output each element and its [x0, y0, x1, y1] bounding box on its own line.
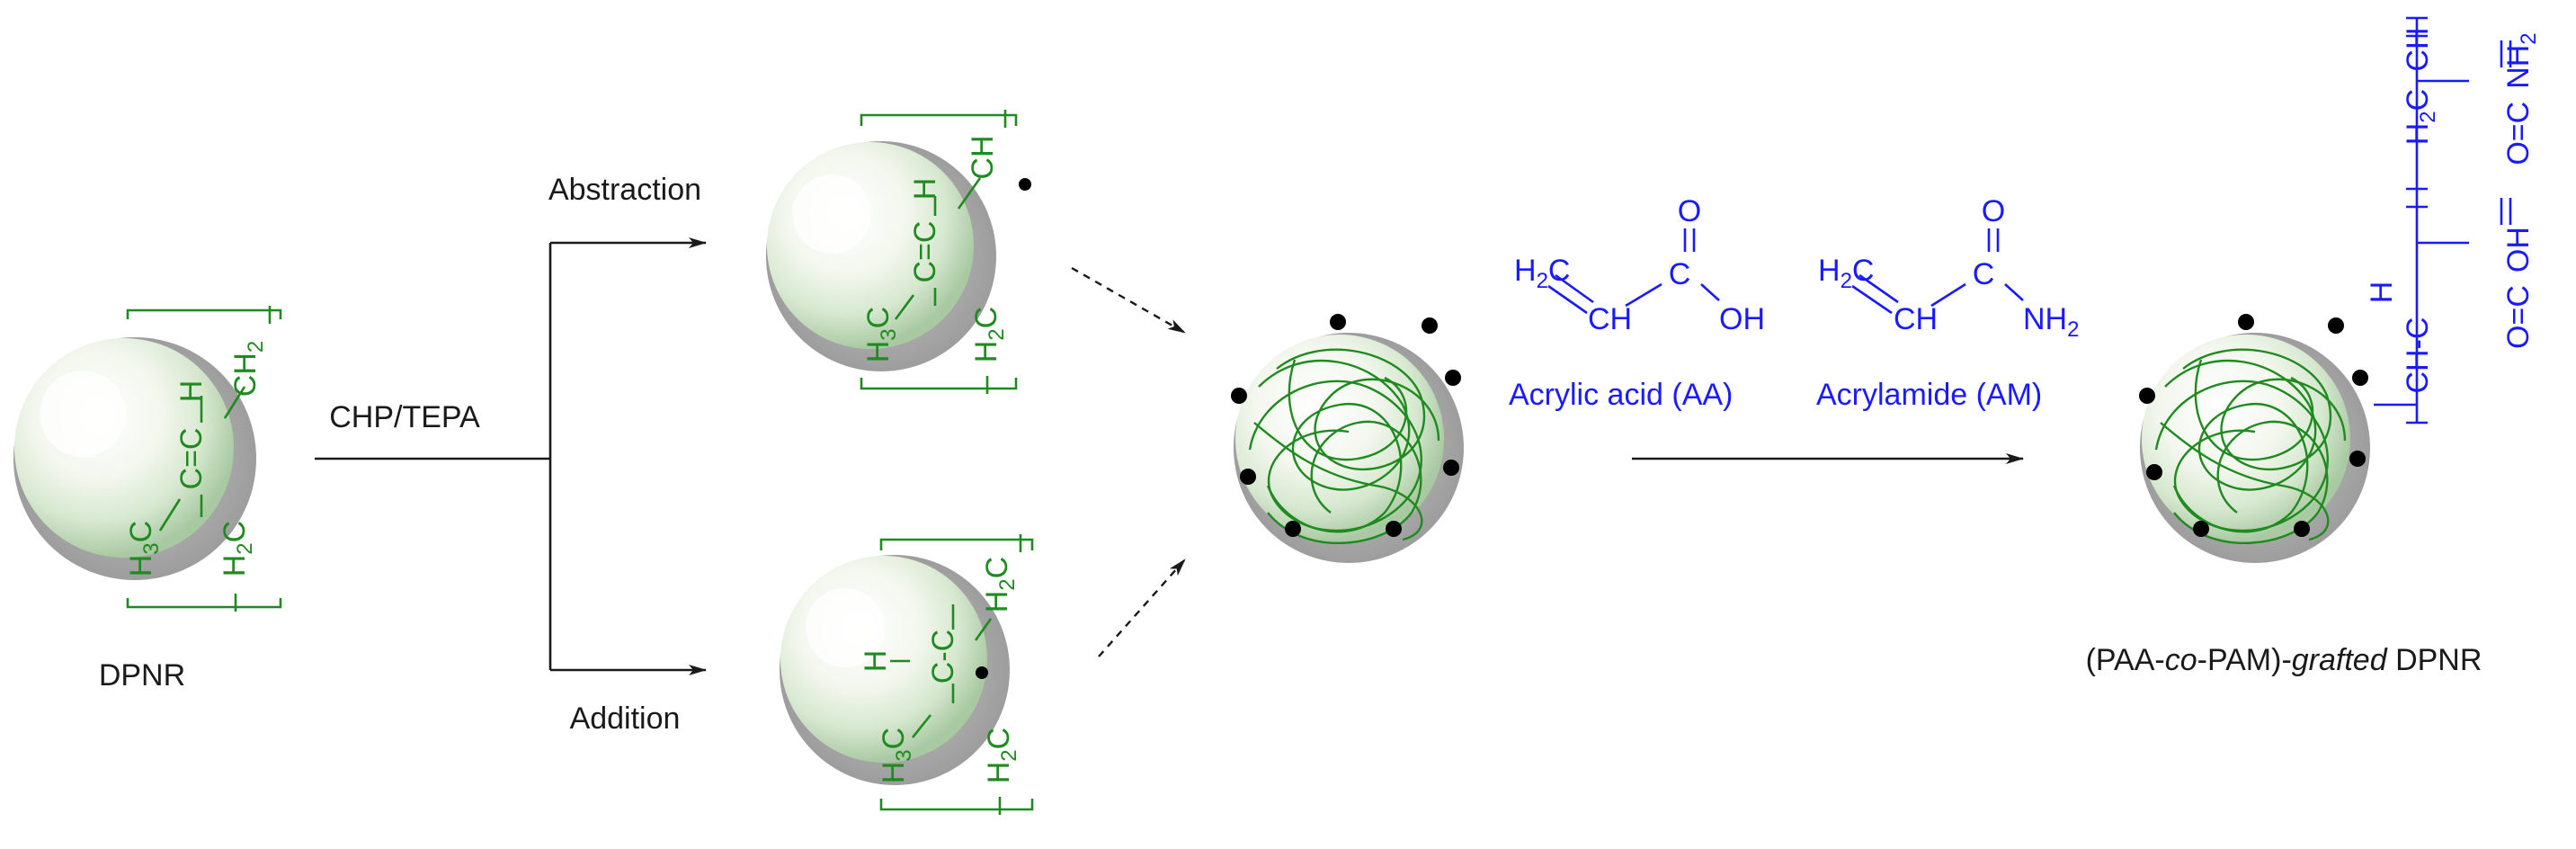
graft-ch-top-label: CH: [2401, 27, 2435, 71]
graft-ch-c-label: CH-C: [2401, 317, 2435, 394]
grafted-particle: [2140, 333, 2370, 563]
aa-c-label: C: [1669, 257, 1691, 291]
macroradical-dots: [1231, 314, 1461, 537]
abstraction-label: Abstraction: [548, 173, 701, 207]
aa-oh-label: OH: [1719, 302, 1765, 336]
reagent-label: CHP/TEPA: [329, 400, 480, 434]
macroradical-particle: [1234, 333, 1464, 563]
grafted-chain-tangle: [2154, 348, 2347, 545]
dpnr-particle: [13, 337, 256, 580]
dpnr-ch2-label: CH2: [228, 341, 268, 397]
dpnr-h2c-label: H2C: [218, 521, 257, 576]
addition-h-label: H: [859, 650, 893, 673]
am-ch-label: CH: [1894, 302, 1938, 336]
acrylic-acid-label: Acrylic acid (AA): [1509, 378, 1733, 412]
aa-o-label: O: [1678, 194, 1701, 228]
abstraction-radical-dot: [1019, 178, 1031, 191]
addition-h2c-bottom-label: H2C: [982, 728, 1021, 783]
abstraction-h2c-label: H2C: [969, 307, 1009, 362]
dpnr-label: DPNR: [99, 658, 185, 693]
addition-c-c-label: C-C: [926, 630, 960, 684]
addition-radical-dot: [976, 666, 988, 679]
graft-h2c-ch-label: H2C: [2401, 89, 2440, 145]
am-nh2-label: NH2: [2023, 302, 2079, 342]
aa-ch-label: CH: [1588, 302, 1632, 336]
macroradical-chain-tangle: [1248, 348, 1440, 545]
am-o-label: O: [1982, 194, 2005, 228]
dashed-arrow-bottom: [1098, 559, 1186, 657]
dpnr-double-bond-label: C=C: [174, 428, 209, 490]
dpnr-h-label: H: [174, 380, 209, 403]
dpnr-isoprene-unit: H C=C CH2 H3C H2C: [124, 306, 282, 612]
abstraction-particle: [766, 141, 996, 371]
graft-conh2-label: O=CNH2: [2501, 32, 2541, 165]
dashed-arrow-top: [1071, 266, 1186, 335]
addition-h2c-top-label: H2C: [980, 557, 1020, 612]
grafted-dots: [2139, 314, 2368, 537]
addition-isoprene-unit: H C-C H2C H3C H2C: [859, 534, 1034, 815]
initiation-arrow: [315, 237, 707, 675]
graft-cooh-label: O=COH: [2501, 227, 2536, 349]
addition-h3c-label: H3C: [877, 728, 916, 783]
acrylamide-label: Acrylamide (AM): [1816, 378, 2042, 412]
product-label: (PAA-co-PAM)-grafted DPNR: [2086, 643, 2482, 677]
am-c-label: C: [1973, 257, 1995, 291]
aa-h2c-label: H2C: [1514, 254, 1570, 293]
acrylic-acid-structure: H2C CH C O OH: [1514, 194, 1765, 336]
abstraction-h-label: H: [908, 178, 942, 201]
abstraction-isoprene-unit: H C=C CH H3C H2C: [860, 110, 1018, 394]
abstraction-h3c-label: H3C: [861, 307, 901, 362]
am-h2c-label: H2C: [1818, 254, 1874, 293]
dpnr-h3c-label: H3C: [124, 521, 164, 576]
addition-label: Addition: [570, 702, 681, 736]
graft-h-label: H: [2365, 282, 2399, 304]
acrylamide-structure: H2C CH C O NH2: [1818, 194, 2079, 342]
graft-copolymer-chain: H CH-C H2C CH O=COH O=CNH2: [2365, 16, 2541, 424]
abstraction-ch-label: CH: [966, 135, 1000, 179]
abstraction-double-bond-label: C=C: [908, 221, 942, 283]
